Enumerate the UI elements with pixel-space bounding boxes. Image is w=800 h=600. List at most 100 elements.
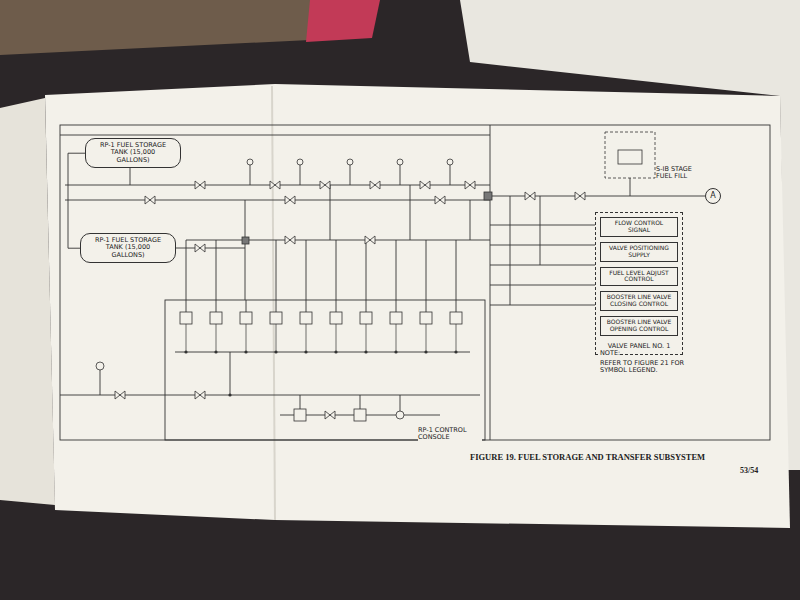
fuel-pipes [490, 265, 595, 266]
valve-symbols [285, 236, 295, 244]
photo-background [0, 0, 330, 55]
junction-dots [334, 350, 337, 353]
figure-caption: FIGURE 19. FUEL STORAGE AND TRANSFER SUB… [470, 452, 705, 462]
gauge-symbols [447, 159, 453, 165]
console-label: RP-1 CONTROL CONSOLE [418, 427, 482, 442]
valve-operator-boxes [210, 312, 222, 324]
valve-symbols [115, 391, 125, 399]
fuel-pipes [396, 240, 397, 312]
valve-operator-boxes [240, 312, 252, 324]
junction-dots [244, 350, 247, 353]
pipe-label: S-IB STAGE FUEL FILL [656, 166, 700, 181]
valve-operator-boxes [242, 237, 249, 244]
fuel-pipes [400, 165, 401, 185]
drawing-frame [60, 125, 770, 440]
valve-symbols [465, 181, 475, 189]
node-text: FUEL LEVEL ADJUST CONTROL [603, 270, 675, 284]
junction-dots [184, 350, 187, 353]
operator-wires [186, 324, 456, 352]
control-box: BOOSTER LINE VALVE OPENING CONTROL [600, 316, 678, 336]
valve-symbols [435, 196, 445, 204]
valve-symbols [115, 181, 585, 419]
drawing-frame [490, 200, 491, 440]
valve-symbols [325, 411, 335, 419]
control-box: FUEL LEVEL ADJUST CONTROL [600, 267, 678, 287]
valve-symbols [195, 181, 205, 189]
junction-dots [228, 393, 231, 396]
fuel-pipes [330, 185, 331, 240]
valve-symbols [320, 181, 330, 189]
page-number: 53/54 [740, 466, 758, 475]
operator-wires [336, 324, 337, 352]
fuel-pipes [300, 165, 301, 185]
fuel-pipes [306, 240, 307, 312]
fuel-pipes [630, 178, 631, 196]
junction-dots [274, 350, 277, 353]
valve-operator-boxes [180, 132, 655, 421]
valve-operator-boxes [300, 312, 312, 324]
note-text: REFER TO FIGURE 21 FOR SYMBOL LEGEND. [600, 360, 700, 375]
operator-wires [456, 324, 457, 352]
drawing-frame [165, 300, 485, 440]
operator-wires [216, 324, 217, 352]
valve-operator-boxes [450, 312, 462, 324]
node-text: RP-1 FUEL STORAGE TANK (15,000 GALLONS) [89, 237, 167, 259]
fuel-pipes [410, 185, 411, 240]
node-text: FLOW CONTROL SIGNAL [603, 220, 675, 234]
valve-operator-boxes [270, 312, 282, 324]
valve-symbols [145, 196, 155, 204]
fuel-pipes [366, 240, 367, 312]
fuel-pipes [490, 245, 595, 246]
fuel-pipes [60, 150, 705, 415]
storage-tank: RP-1 FUEL STORAGE TANK (15,000 GALLONS) [80, 233, 176, 263]
node-text: BOOSTER LINE VALVE CLOSING CONTROL [603, 294, 675, 308]
valve-symbols [525, 192, 535, 200]
junction-dots [364, 350, 367, 353]
junction-dots [424, 350, 427, 353]
junction-dots [394, 350, 397, 353]
valve-operator-boxes [294, 409, 306, 421]
valve-operator-boxes [618, 150, 642, 164]
fuel-pipes [510, 196, 511, 305]
operator-wires [396, 324, 397, 352]
operator-wires [366, 324, 367, 352]
drawing-frame [60, 125, 770, 440]
drawing-frame [490, 125, 491, 185]
paper-sheet [45, 84, 790, 528]
junction-dots [184, 350, 457, 396]
control-box: FLOW CONTROL SIGNAL [600, 217, 678, 237]
valve-symbols [195, 391, 205, 399]
note-heading: NOTE: [600, 350, 620, 357]
fuel-pipes [540, 196, 541, 265]
valve-symbols [420, 181, 430, 189]
fuel-pipes [186, 240, 187, 312]
gauge-symbols [397, 159, 403, 165]
photo-background [306, 0, 380, 42]
fuel-pipes [246, 300, 247, 312]
valve-panel: VALVE PANEL NO. 1FLOW CONTROL SIGNALVALV… [595, 212, 683, 355]
pipe-connector [68, 153, 85, 248]
fuel-pipes [186, 240, 245, 241]
gauge-symbols [347, 159, 353, 165]
fuel-pipes [490, 225, 595, 226]
node-text: BOOSTER LINE VALVE OPENING CONTROL [603, 319, 675, 333]
gauge-symbols [297, 159, 303, 165]
fuel-pipes [426, 240, 427, 312]
fuel-pipes [230, 352, 231, 395]
fuel-pipes [450, 165, 451, 185]
fuel-pipes [100, 370, 101, 395]
storage-tank: RP-1 FUEL STORAGE TANK (15,000 GALLONS) [85, 138, 181, 168]
fuel-pipes [490, 285, 595, 286]
node-text: RP-1 FUEL STORAGE TANK (15,000 GALLONS) [94, 142, 172, 164]
fuel-pipes [490, 305, 595, 306]
operator-wires [306, 324, 307, 352]
gauge-symbols [247, 159, 253, 165]
valve-operator-boxes [390, 312, 402, 324]
operator-wires [426, 324, 427, 352]
control-box: BOOSTER LINE VALVE CLOSING CONTROL [600, 291, 678, 311]
valve-operator-boxes [484, 192, 492, 200]
fuel-pipes [350, 165, 351, 185]
gauge-symbols [396, 411, 404, 419]
